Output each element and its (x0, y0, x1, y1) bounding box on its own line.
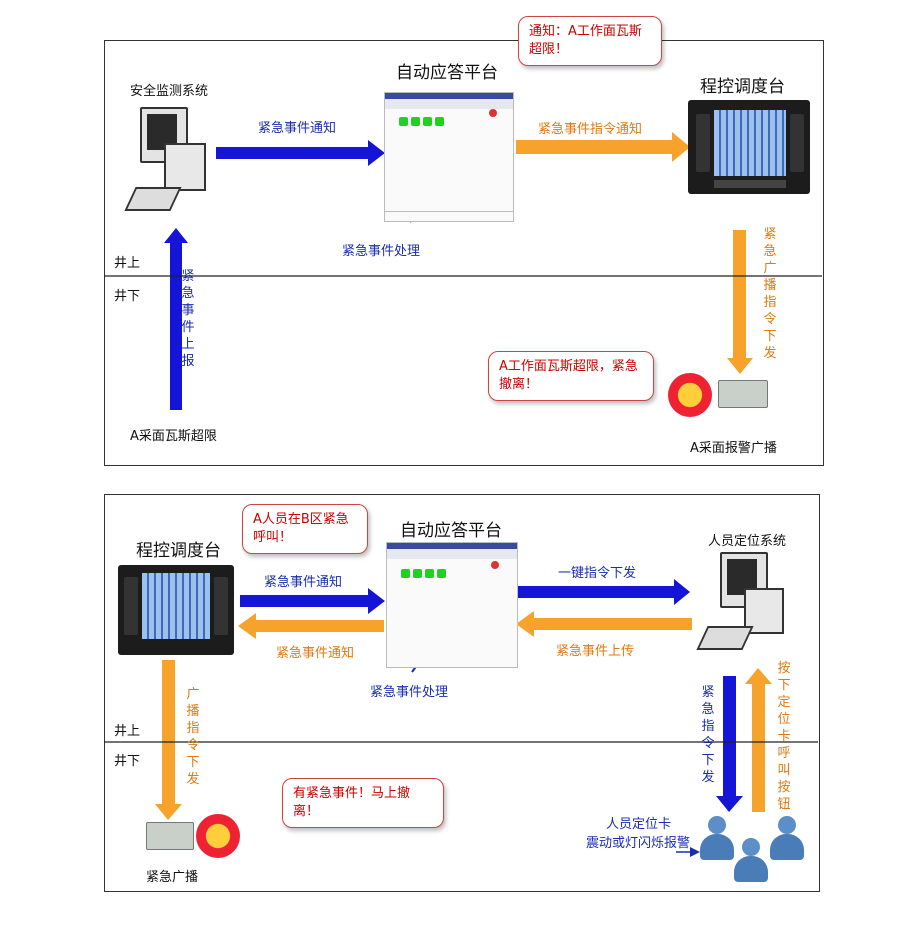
arrow-notify-back-label: 紧急事件通知 (276, 646, 355, 661)
arrow-report-up (164, 228, 188, 410)
above-label-top: 井上 (114, 256, 141, 271)
locator-label: 人员定位系统 (708, 534, 787, 549)
source-label: A采面瓦斯超限 (130, 429, 217, 444)
alarm-bell-icon-bottom (196, 814, 240, 858)
alarm-label: A采面报警广播 (690, 441, 777, 456)
dispatch-console-icon (688, 100, 810, 194)
call-bubble: A人员在B区紧急呼叫！ (242, 504, 368, 554)
arrow-notify-back-bottom (238, 613, 384, 639)
process-label-top: 紧急事件处理 (342, 244, 421, 259)
broadcast-vertical-label-top: 紧急广播指令下发 (763, 227, 777, 361)
dispatch-label-top: 程控调度台 (700, 77, 785, 97)
speaker-box-icon-bottom (146, 822, 194, 850)
card-label: 人员定位卡 (606, 817, 672, 832)
platform-window-top (384, 92, 514, 222)
arrow-onekey-label: 一键指令下发 (558, 566, 637, 581)
evacuate-bubble-top: A工作面瓦斯超限，紧急撤离！ (488, 351, 654, 401)
dispatch-console-icon-bottom (118, 565, 234, 655)
arrow-notify-label-top: 紧急事件通知 (258, 121, 337, 136)
locator-computer-icon (696, 548, 784, 656)
below-label-top: 井下 (114, 289, 141, 304)
arrow-cmd-down (716, 676, 743, 812)
arrow-notify-label-bottom: 紧急事件通知 (264, 575, 343, 590)
notice-bubble: 通知：A工作面瓦斯超限！ (518, 16, 662, 66)
evacuate-bubble-bottom: 有紧急事件！马上撤离！ (282, 778, 444, 828)
arrow-cmd-top (516, 132, 690, 162)
arrow-press-up (745, 668, 772, 812)
person-icon (770, 816, 804, 864)
arrow-notify-bottom (240, 588, 385, 614)
below-label-bottom: 井下 (114, 754, 141, 769)
platform-label-bottom: 自动应答平台 (400, 521, 502, 541)
broadcast-label-bottom: 紧急广播 (146, 870, 199, 885)
person-icon (700, 816, 734, 864)
broadcast-vertical-label-bottom: 广播指令下发 (186, 687, 200, 787)
platform-label-top: 自动应答平台 (396, 63, 498, 83)
arrow-broadcast-down (727, 230, 753, 374)
above-label-bottom: 井上 (114, 724, 141, 739)
report-vertical-label: 紧急事件上报 (181, 269, 195, 369)
monitor-computer-icon (124, 103, 214, 215)
arrow-onekey (518, 579, 690, 605)
platform-window-bottom (386, 542, 518, 668)
arrow-broadcast-down-bottom (155, 660, 182, 820)
arrow-upload (516, 611, 692, 637)
arrow-cmd-label-top: 紧急事件指令通知 (538, 122, 643, 137)
dispatch-label-bottom: 程控调度台 (136, 541, 221, 561)
press-vertical-label: 按下定位卡呼叫按钮 (777, 661, 791, 812)
speaker-box-icon (718, 380, 768, 408)
alarm-bell-icon (668, 373, 712, 417)
card-alert-label: 震动或灯闪烁报警 (586, 836, 691, 851)
arrow-notify-top (216, 140, 385, 166)
monitor-label: 安全监测系统 (130, 84, 209, 99)
arrow-upload-label: 紧急事件上传 (556, 644, 635, 659)
person-icon (734, 838, 768, 886)
process-label-bottom: 紧急事件处理 (370, 685, 449, 700)
cmd-vertical-label: 紧急指令下发 (701, 685, 715, 785)
